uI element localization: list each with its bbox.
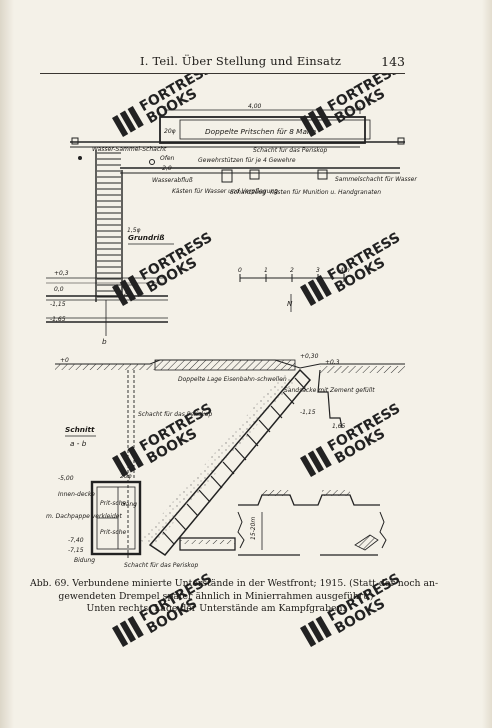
boxes-water-label: Kästen für Wasser und Verpflegung [172,188,278,195]
stair-steps [162,377,307,545]
trench-layout: 15-20m [179,490,387,556]
roof-felt-label: m. Dachpappe verkleidet [46,513,122,520]
caption-line-1: Abb. 69. Verbundene minierte Unterstände… [30,578,439,589]
section-lvl-500: -5,00 [58,475,74,482]
page-edge-shadow [482,0,492,728]
spacing-label: 15-20m [250,517,257,540]
width-dim-label: 4,00 [248,103,262,110]
sandbags-label: Sandsäcke mit Zement gefüllt [284,387,375,394]
caption-line-2: gewendeten Drempel später ähnlich in Min… [58,590,374,602]
plan-lvl-115: -1,15 [50,301,66,308]
inner-ceiling-label: Innen-decke [58,491,95,498]
bunk-chamber [159,116,366,144]
page-number: 143 [381,54,405,69]
stove-label: Ofen [160,155,175,162]
beams-label: Doppelte Lage Eisenbahn-schwellen [178,376,287,383]
periscope-shaft-label: Schacht für das Periskop [253,147,327,154]
section-title-sub: a - b [70,439,87,448]
watermarks-lower: FORTRESS BOOKS FORTRESS BOOKS [112,571,403,648]
rifle-supports-label: Gewehrstützen für je 4 Gewehre [198,157,296,164]
tools-label: Schanzzeug [230,189,266,196]
bunk-top-label: Prit-sche [100,500,126,507]
scale-tick-1: 1 [264,267,268,274]
section-lvl-00: +0 [60,357,69,364]
section-lvl-165: 1,65 [332,423,346,430]
north-arrow: N [287,299,293,308]
aisle-label: Gang [121,501,137,508]
level-m20-label: -2,0 [160,165,172,172]
section-lvl-740: -7,40 [68,537,84,544]
section-lvl-20: 20φ [120,473,132,480]
periscope-bottom-label: Schacht für das Periskop [124,562,198,569]
section-view: +0 +0,30 +0,3 Doppelte Lage Eisenbahn-sc… [46,353,405,569]
dugout-figure: 4,00 20φ Doppelte Pritschen für 8 Mann W… [46,74,417,569]
section-lvl-715: -7,15 [68,547,84,554]
scale-tick-0: 0 [238,267,242,274]
section-lvl-030: +0,30 [300,353,319,360]
bunk-label: Doppelte Pritschen für 8 Mann [205,127,317,136]
section-title: Schnitt [65,425,95,434]
floor-label: Bidung [74,557,95,564]
section-lvl-right-top: +0,3 [325,359,340,366]
water-sump-left-label: Wasser-Sammel-Schacht [92,146,167,153]
scale-tick-2: 2 [290,267,294,274]
water-sump-right-label: Sammelschacht für Wasser [335,176,417,183]
header-rule [40,73,405,74]
scale-tick-3: 3 [316,267,320,274]
plan-lvl-00: 0,0 [54,286,64,293]
bunk-chamber-section [90,480,142,556]
bunk-bottom-label: Prit-sche [100,529,126,536]
point-b-label: b [102,337,107,346]
watermark-6: FORTRESS BOOKS [300,401,403,478]
plan-lvl-165: -1,65 [50,316,66,323]
section-lvl-115: -1,15 [300,409,316,416]
height-dim-label: 20φ [164,128,176,135]
plan-view: 4,00 20φ Doppelte Pritschen für 8 Mann W… [46,103,417,346]
plan-title: Grundriß [128,233,165,242]
boxes-ammo-label: Kästen für Munition u. Handgranaten [270,189,381,196]
scale-unit: 4m [340,267,350,274]
running-header: I. Teil. Über Stellung und Einsatz 143 [40,54,405,72]
shaft-label: Schacht für das Periskop [138,411,212,418]
plan-lvl-03: +0,3 [54,270,69,277]
water-drain-label: Wasserabfluß [152,177,193,184]
page-gutter-shadow [0,0,14,728]
caption-line-3: Unten rechts: Lage der Unterstände am Ka… [86,603,346,614]
dim-15-label: 1,5φ [127,227,141,234]
running-title: I. Teil. Über Stellung und Einsatz [140,54,342,68]
figure-caption: Abb. 69. Verbundene minierte Unterstände… [30,578,439,616]
